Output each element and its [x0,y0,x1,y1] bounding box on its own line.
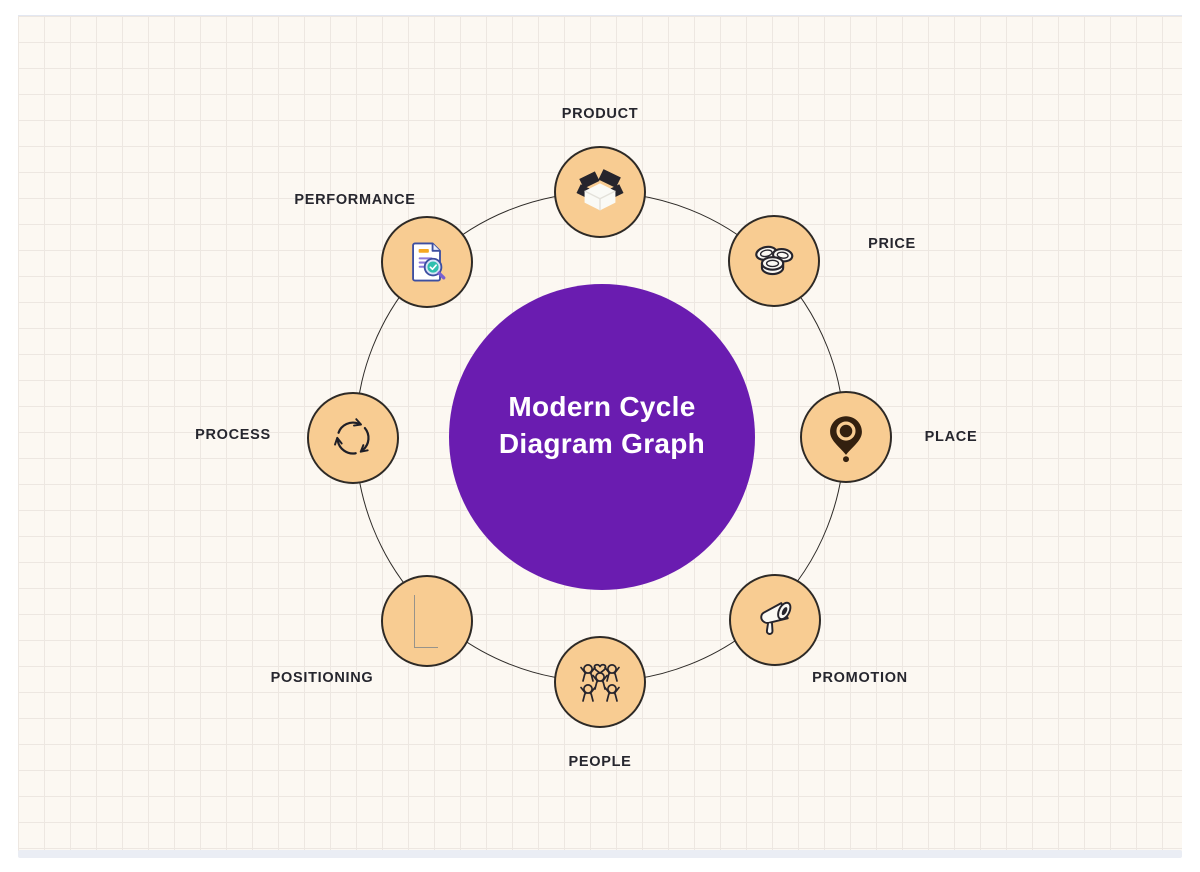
node-label-positioning[interactable]: POSITIONING [270,670,374,686]
horizontal-scrollbar[interactable] [18,850,1182,858]
report-magnifier-icon [401,236,453,288]
open-box-icon [573,165,627,219]
node-place[interactable] [800,391,892,483]
node-people[interactable] [554,636,646,728]
node-product[interactable] [554,146,646,238]
node-label-process[interactable]: PROCESS [195,427,271,443]
node-price[interactable] [728,215,820,307]
corner-line-icon [414,595,438,648]
cycle-arrows-icon [326,411,380,465]
node-label-people[interactable]: PEOPLE [568,754,632,770]
node-label-price[interactable]: PRICE [868,236,916,252]
node-label-place[interactable]: PLACE [924,429,978,445]
node-label-performance[interactable]: PERFORMANCE [294,192,416,208]
coins-icon [747,234,801,288]
diagram-title-line2: Diagram Graph [498,428,706,459]
center-circle[interactable]: Modern Cycle Diagram Graph [449,284,755,590]
people-group-icon [572,654,628,710]
megaphone-icon [748,593,802,647]
node-positioning[interactable] [381,575,473,667]
node-label-product[interactable]: PRODUCT [561,106,639,122]
map-pin-icon [819,410,873,464]
node-performance[interactable] [381,216,473,308]
diagram-title-line1: Modern Cycle [508,391,696,423]
node-process[interactable] [307,392,399,484]
node-promotion[interactable] [729,574,821,666]
diagram-title: Modern Cycle Diagram Graph [499,389,705,463]
node-label-promotion[interactable]: PROMOTION [812,670,908,686]
